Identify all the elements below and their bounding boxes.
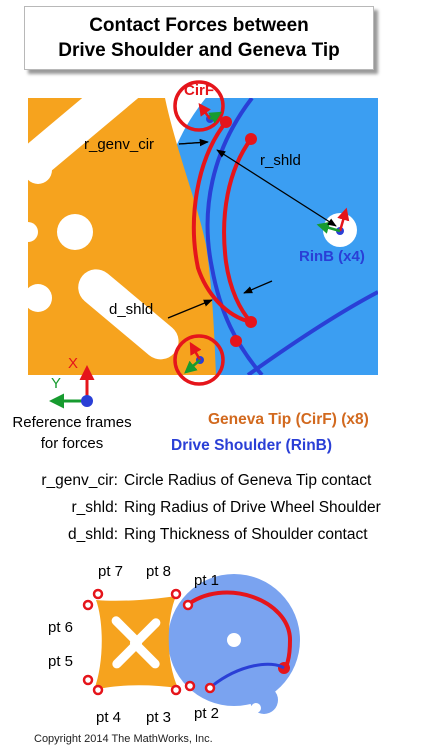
pt3-label: pt 3 (146, 709, 171, 726)
definition-key: d_shld: (68, 526, 118, 543)
pt1-label: pt 1 (194, 572, 219, 589)
pt8-label: pt 8 (146, 563, 171, 580)
axis-y-label: Y (51, 375, 61, 392)
reference-caption-line-1: Reference frames (12, 414, 132, 431)
reference-caption-line-2: for forces (40, 435, 104, 452)
title-line-1: Contact Forces between (89, 15, 309, 36)
reference-frame-icon: X Y (49, 355, 95, 409)
title-line-2: Drive Shoulder and Geneva Tip (58, 40, 340, 61)
definition-value: Ring Radius of Drive Wheel Shoulder (124, 499, 381, 516)
pt4-label: pt 4 (96, 709, 121, 726)
axis-x-label: X (68, 355, 78, 372)
geneva-wheel-region (28, 98, 216, 375)
d-shld-label: d_shld (109, 301, 153, 318)
r-shld-label: r_shld (260, 152, 301, 169)
definition-key: r_genv_cir: (41, 472, 118, 489)
definition-value: Ring Thickness of Shoulder contact (124, 526, 368, 543)
title-box: Contact Forces between Drive Shoulder an… (24, 6, 374, 70)
pt7-label: pt 7 (98, 563, 123, 580)
cirf-marker-bottom (173, 334, 225, 386)
cirf-label: CirF (184, 82, 214, 99)
reference-frames-caption: Reference frames for forces (8, 412, 136, 454)
pt6-label: pt 6 (48, 619, 73, 636)
zoom-view (28, 98, 378, 375)
pt5-label: pt 5 (48, 653, 73, 670)
definition-key: r_shld: (71, 499, 118, 516)
cirf-marker-top (173, 80, 225, 132)
r-genv-cir-label: r_genv_cir (84, 136, 154, 153)
copyright-text: Copyright 2014 The MathWorks, Inc. (34, 733, 213, 745)
pt2-label: pt 2 (194, 705, 219, 722)
geneva-slots (28, 98, 179, 360)
legend-drive-shoulder: Drive Shoulder (RinB) (171, 437, 333, 454)
definition-value: Circle Radius of Geneva Tip contact (124, 472, 372, 489)
rinb-label: RinB (x4) (299, 248, 365, 265)
legend-geneva-tip: Geneva Tip (CirF) (x8) (208, 411, 369, 428)
mechanism-diagram: pt 1 pt 2 pt 3 pt 4 pt 5 pt 6 pt 7 pt 8 (48, 563, 300, 726)
